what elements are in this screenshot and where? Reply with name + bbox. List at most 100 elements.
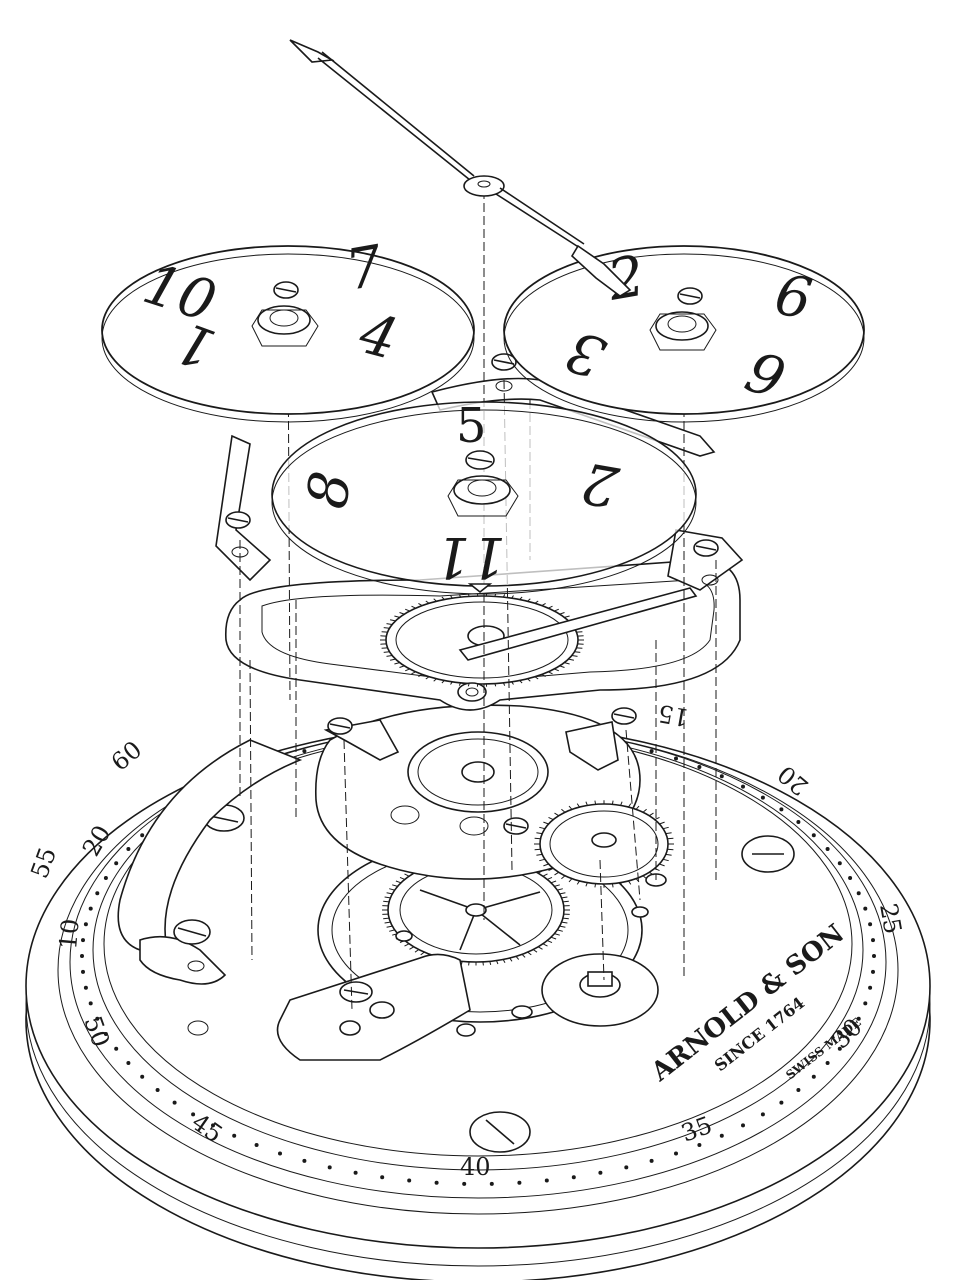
gear-tooth <box>539 858 546 862</box>
gear-tooth <box>557 888 563 891</box>
minute-tick <box>434 1180 439 1185</box>
gear-tooth <box>576 880 580 885</box>
screw-bottom <box>469 1111 531 1153</box>
minute-tick <box>88 1001 93 1006</box>
lower-movement <box>276 837 667 1061</box>
gear-tooth <box>494 683 497 687</box>
minute-tick <box>741 784 745 789</box>
gear-tooth <box>532 949 538 953</box>
bezel-label-25: 25 <box>874 901 907 936</box>
gear-tooth <box>389 888 395 891</box>
gear-tooth <box>502 682 506 686</box>
minute-tick <box>155 1088 160 1092</box>
gear-tooth <box>425 676 430 680</box>
minute-tick <box>232 1133 237 1138</box>
minute-tick <box>871 969 875 974</box>
gear-tooth <box>467 683 470 687</box>
gear-tooth <box>547 940 553 944</box>
minute-tick <box>302 1158 307 1163</box>
minute-tick <box>126 847 131 851</box>
minute-tick <box>598 1170 603 1175</box>
gear-tooth <box>543 821 549 825</box>
minute-tick <box>114 1046 119 1051</box>
gear-tooth <box>468 961 470 966</box>
gear-tooth <box>383 627 390 629</box>
numeral-5: 5 <box>456 398 487 454</box>
minute-tick <box>719 1133 724 1138</box>
gear-tooth <box>561 808 566 813</box>
watch-hand <box>289 39 632 297</box>
gear-tooth <box>559 665 565 668</box>
gear-tooth <box>635 805 640 810</box>
gear-tooth <box>541 673 546 678</box>
gear-tooth <box>527 598 531 602</box>
gear-tooth <box>561 921 568 924</box>
gear-tooth <box>414 949 420 953</box>
minute-tick <box>302 749 307 754</box>
gear-tooth <box>395 880 402 884</box>
gear-tooth <box>559 925 566 928</box>
gear-tooth <box>418 673 423 678</box>
gear-tooth <box>521 953 526 958</box>
gear-tooth <box>585 801 588 806</box>
gear-tooth <box>392 884 398 887</box>
minute-tick <box>103 1032 108 1036</box>
gear-tooth <box>418 602 423 607</box>
minute-tick <box>863 1001 868 1006</box>
gear-tooth <box>515 955 520 960</box>
gear-tooth <box>399 665 405 668</box>
minute-tick <box>779 1100 784 1105</box>
minute-tick <box>517 1180 522 1185</box>
minute-tick <box>254 1143 259 1147</box>
gear-tooth <box>534 676 539 680</box>
gear-tooth <box>554 933 560 936</box>
gear-tooth <box>394 615 400 618</box>
balance-wheel <box>382 854 570 966</box>
minute-tick <box>624 1165 629 1170</box>
screw-right <box>741 835 795 873</box>
gear-tooth <box>404 873 410 877</box>
gear-tooth <box>489 961 492 966</box>
gear-tooth <box>554 884 560 887</box>
gear-tooth <box>450 595 453 599</box>
bezel-label-55: 55 <box>25 844 62 882</box>
minute-tick <box>868 922 873 927</box>
minute-tick <box>674 1151 678 1156</box>
minute-tick <box>83 922 88 927</box>
gear-tooth <box>554 871 559 876</box>
upper-bridge <box>215 434 744 711</box>
minute-tick <box>380 1175 385 1180</box>
gear-tooth <box>542 873 548 877</box>
gear-tooth <box>386 892 393 895</box>
gear-tooth <box>458 594 462 598</box>
minute-tick <box>779 807 784 812</box>
minute-tick <box>172 1100 177 1105</box>
gear-tooth <box>541 602 546 607</box>
minute-tick <box>863 906 868 911</box>
gear-tooth <box>659 821 665 825</box>
minute-tick <box>353 1170 358 1175</box>
gear-tooth <box>383 651 390 653</box>
gear-tooth <box>409 946 415 950</box>
minute-tick <box>649 749 654 754</box>
minute-tick <box>796 820 801 824</box>
minute-tick <box>407 1178 412 1183</box>
gear-tooth <box>384 921 391 924</box>
numeral-disc-right: 2 9 3 6 <box>503 244 865 423</box>
minute-tick <box>81 938 85 943</box>
gear-tooth <box>564 615 570 618</box>
gear-tooth <box>594 800 597 805</box>
gear-tooth <box>642 875 647 880</box>
gear-tooth <box>482 961 484 966</box>
gear-tooth <box>383 900 390 903</box>
minute-tick <box>856 891 861 896</box>
gear-tooth <box>458 682 462 686</box>
minute-tick <box>811 1074 816 1079</box>
gear-tooth <box>425 600 430 604</box>
gear-tooth <box>519 680 523 684</box>
minute-tick <box>88 906 93 911</box>
gear-tooth <box>548 671 553 675</box>
minute-tick <box>649 1158 654 1163</box>
minute-tick <box>114 861 119 866</box>
minute-tick <box>825 847 830 851</box>
